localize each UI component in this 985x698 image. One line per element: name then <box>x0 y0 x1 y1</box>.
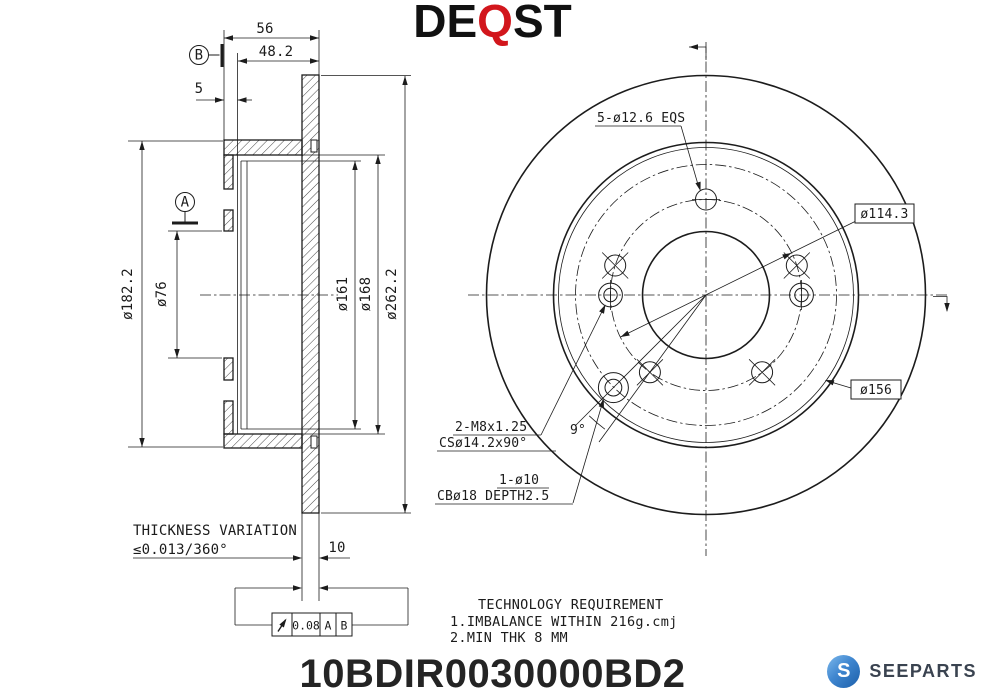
cb-callout-line1: 1-ø10 <box>499 473 539 488</box>
thread-callout-line2: CSø14.2x90° <box>439 436 527 451</box>
dia-161: ø161 <box>335 277 351 312</box>
outer-diameter-circle <box>485 74 927 516</box>
brand-accent-letter: Q <box>477 0 513 47</box>
dia-182-2: ø182.2 <box>120 268 136 320</box>
thread-callout-line1: 2-M8x1.25 <box>455 420 527 435</box>
hat-chamfer-circle <box>558 147 854 443</box>
vendor-logo-icon: S <box>827 655 861 688</box>
dia-114-3-label: ø114.3 <box>860 207 908 222</box>
section-hatched-profile <box>223 74 320 514</box>
counterbore-callout: 1-ø10 CBø18 DEPTH2.5 <box>435 397 607 505</box>
brand-suffix: ST <box>512 0 572 47</box>
fcf-datum-a: A <box>325 619 332 633</box>
thickness-variation-note: THICKNESS VARIATION <box>133 523 297 539</box>
datum-b-label: B <box>195 48 204 64</box>
section-mark-right <box>933 296 950 312</box>
drum-circle <box>575 164 837 426</box>
section-extension-lines <box>128 30 411 601</box>
brand-prefix: DE <box>413 0 478 47</box>
datum-b-symbol: B <box>189 44 224 67</box>
runout-frame: 0.08 A B <box>234 585 409 637</box>
vendor-logo-name: SEEPARTS <box>869 661 977 681</box>
part-number: 10BDIR0030000BD2 <box>299 652 686 696</box>
technology-requirement: TECHNOLOGY REQUIREMENT 1.IMBALANCE WITHI… <box>450 597 678 646</box>
brand-logo: DEQST <box>0 0 985 48</box>
drum-dimension: ø156 <box>824 377 902 400</box>
section-view: B A 56 48.2 5 ø182.2 ø76 ø161 ø168 ø262.… <box>120 21 411 637</box>
datum-a-label: A <box>181 195 190 211</box>
thread-holes <box>598 280 814 310</box>
dia-76: ø76 <box>154 281 170 307</box>
counterbore-hole <box>597 372 629 404</box>
fcf-datum-b: B <box>341 619 348 633</box>
vendor-logo: S SEEPARTS <box>827 655 977 688</box>
hat-diameter-circle <box>552 141 860 449</box>
thickness-variation-value: ≤0.013/360° <box>133 542 228 558</box>
dim-56: 56 <box>256 21 273 37</box>
bolt-hole-callout-text: 5-ø12.6 EQS <box>597 111 685 126</box>
angle-9-label: 9° <box>570 423 586 438</box>
thread-hole-callout: 2-M8x1.25 CSø14.2x90° <box>437 303 608 452</box>
dim-48-2: 48.2 <box>259 44 294 60</box>
section-dimensions <box>133 35 408 561</box>
tech-item-2: 2.MIN THK 8 MM <box>450 630 568 646</box>
tech-title: TECHNOLOGY REQUIREMENT <box>478 597 663 613</box>
fcf-tolerance: 0.08 <box>292 619 320 633</box>
cb-callout-line2: CBø18 DEPTH2.5 <box>437 489 549 504</box>
dia-168: ø168 <box>358 277 374 312</box>
dim-10: 10 <box>328 540 345 556</box>
tech-item-1: 1.IMBALANCE WITHIN 216g.cmj <box>450 614 678 630</box>
dim-5: 5 <box>195 81 204 97</box>
section-mark-top <box>689 44 707 60</box>
dia-262-2: ø262.2 <box>384 268 400 320</box>
section-inner-edges <box>237 154 385 435</box>
bolt-hole-callout: 5-ø12.6 EQS <box>595 111 704 192</box>
runout-icon <box>277 617 289 632</box>
datum-a-symbol: A <box>172 192 198 225</box>
bolt-circle-dimension: ø114.3 <box>619 203 915 340</box>
center-bore-circle <box>641 230 771 360</box>
front-view: 9° 5-ø12.6 EQS ø114.3 ø156 <box>435 42 950 556</box>
dia-156-label: ø156 <box>860 383 892 398</box>
bolt-holes <box>601 188 811 386</box>
